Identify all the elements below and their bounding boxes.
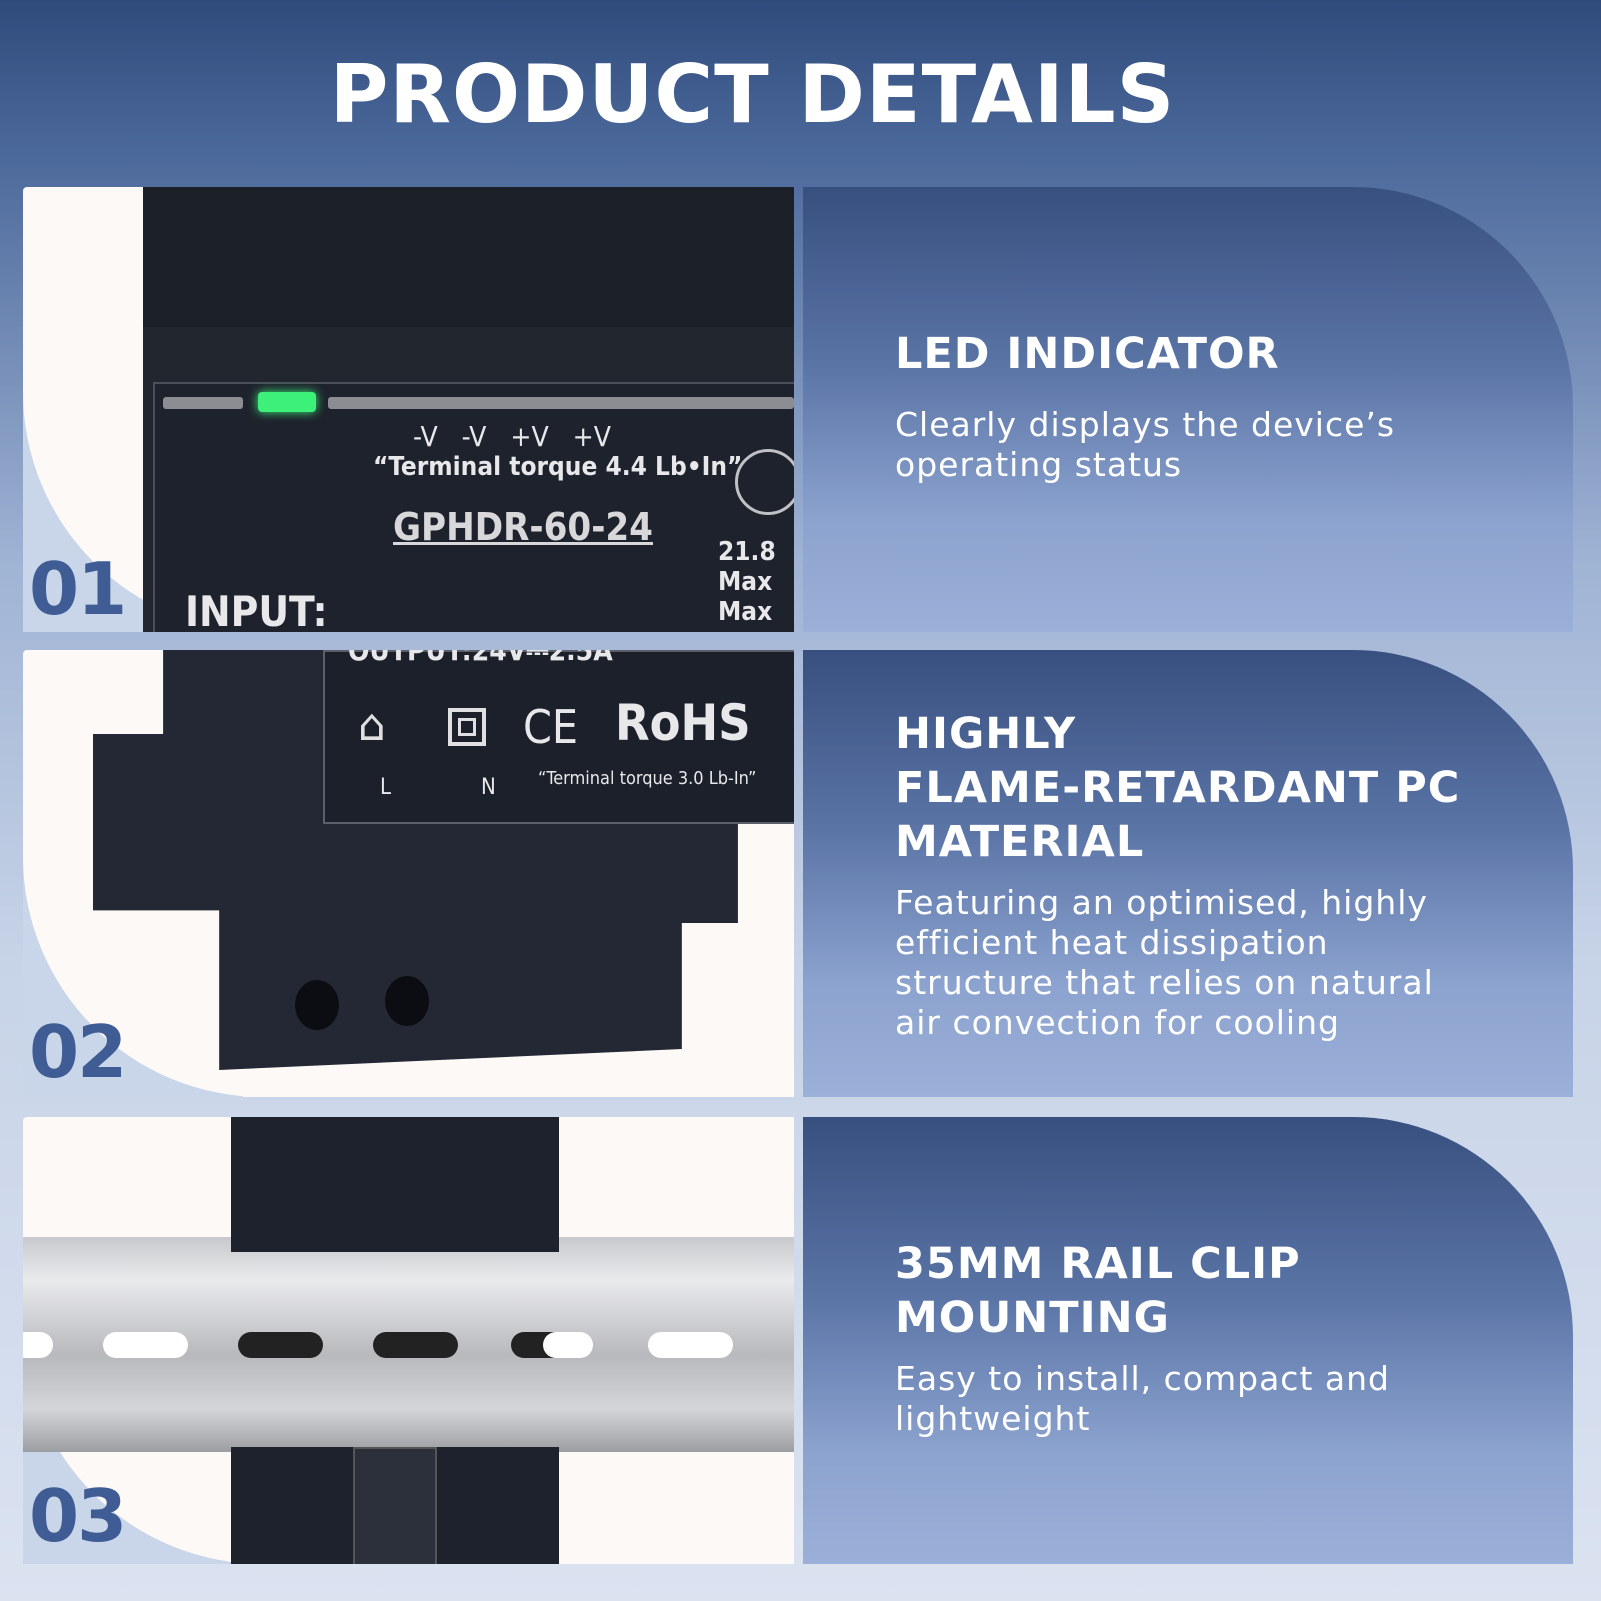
led-indicator-photo: -V -V +V +V “Terminal torque 4.4 Lb•In” … (23, 187, 794, 632)
model-label: GPHDR-60-24 (393, 505, 653, 549)
din-rail-photo: 03 (23, 1117, 794, 1564)
side-value-1: 21.8 (718, 537, 776, 567)
feature-number-1: 01 (29, 547, 127, 631)
adjust-knob-icon (735, 449, 794, 515)
terminal-hole-1 (295, 980, 339, 1030)
output-label: OUTPUT:24V⎓2.5A (348, 650, 613, 667)
feature-title-2: HIGHLY FLAME-RETARDANT PC MATERIAL (895, 709, 1461, 867)
double-insulation-icon (448, 708, 486, 746)
feature-desc-3: Easy to install, compact and lightweight (895, 1359, 1390, 1438)
torque-top-text: “Terminal torque 4.4 Lb•In” (373, 452, 743, 482)
terminal-labels: -V -V +V +V (413, 420, 612, 453)
rohs-mark: RoHS (615, 694, 751, 752)
feature-desc-1: Clearly displays the device’s operating … (895, 405, 1396, 484)
feature-row-3: 03 35MM RAIL CLIP MOUNTING Easy to insta… (23, 1117, 1574, 1564)
terminal-hole-2 (385, 976, 429, 1026)
indoor-use-icon: ⌂ (358, 700, 386, 751)
terminal-l-label: L (380, 775, 392, 800)
feature-panel-3: 35MM RAIL CLIP MOUNTING Easy to install,… (803, 1117, 1573, 1564)
input-label: INPUT: (185, 587, 328, 632)
ce-mark: CE (523, 700, 579, 754)
feature-title-1: LED INDICATOR (895, 329, 1280, 379)
side-value-3: Max (718, 597, 773, 627)
rail-clip-icon (353, 1447, 437, 1564)
feature-desc-2: Featuring an optimised, highly efficient… (895, 883, 1434, 1042)
feature-title-3: 35MM RAIL CLIP MOUNTING (895, 1239, 1301, 1343)
torque-bottom-text: “Terminal torque 3.0 Lb-In” (538, 768, 757, 789)
housing-material-photo: OUTPUT:24V⎓2.5A ⌂ CE RoHS L N “Terminal … (23, 650, 794, 1097)
feature-panel-1: LED INDICATOR Clearly displays the devic… (803, 187, 1573, 632)
side-value-2: Max (718, 567, 773, 597)
feature-number-3: 03 (29, 1474, 127, 1558)
feature-panel-2: HIGHLY FLAME-RETARDANT PC MATERIAL Featu… (803, 650, 1573, 1097)
feature-row-2: OUTPUT:24V⎓2.5A ⌂ CE RoHS L N “Terminal … (23, 650, 1574, 1097)
feature-row-1: -V -V +V +V “Terminal torque 4.4 Lb•In” … (23, 187, 1574, 632)
led-light-icon (258, 392, 316, 412)
feature-number-2: 02 (29, 1010, 127, 1094)
terminal-n-label: N (481, 775, 496, 800)
page-title: PRODUCT DETAILS (329, 48, 1176, 141)
